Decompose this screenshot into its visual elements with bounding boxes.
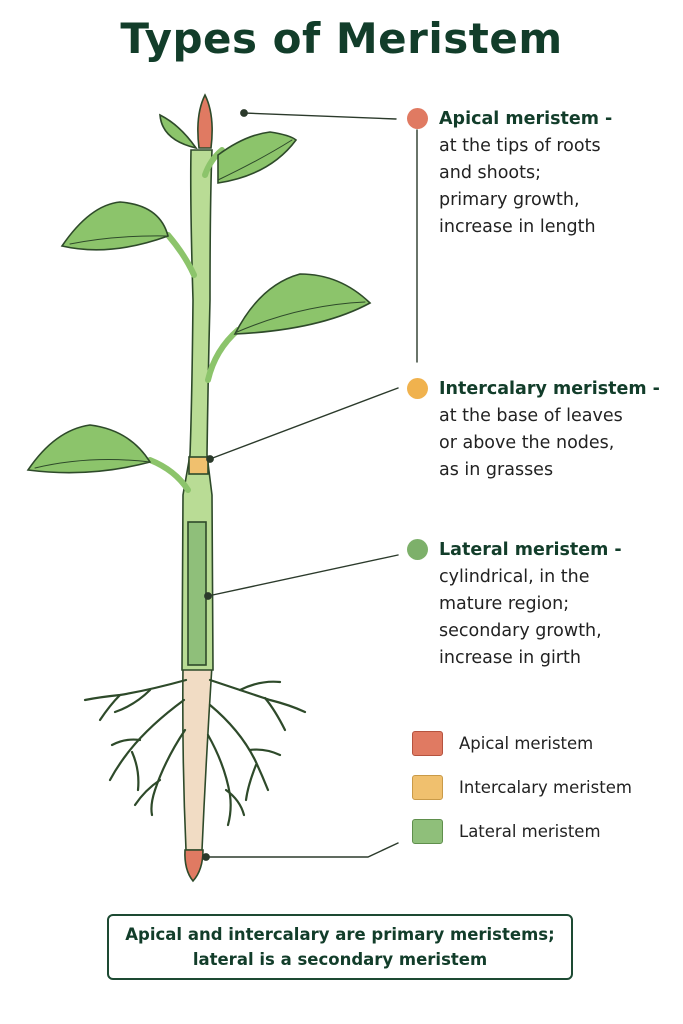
- legend-swatch-intercalary: [412, 774, 443, 800]
- legend-item-apical: Apical meristem: [412, 730, 672, 756]
- apical-line: primary growth,: [439, 190, 580, 210]
- legend-swatch-apical: [412, 730, 443, 756]
- lateral-line: cylindrical, in the: [439, 567, 590, 587]
- legend-label: Intercalary meristem: [459, 777, 632, 797]
- intercalary-heading: Intercalary meristem -: [439, 379, 660, 399]
- page-title: Types of Meristem: [120, 14, 563, 63]
- intercalary-line: or above the nodes,: [439, 433, 615, 453]
- intercalary-band: [188, 456, 209, 475]
- summary-note: Apical and intercalary are primary meris…: [107, 914, 573, 980]
- petioles: [147, 147, 241, 493]
- legend-item-intercalary: Intercalary meristem: [412, 774, 672, 800]
- lateral-marker-icon: [407, 539, 428, 560]
- lateral-line: increase in girth: [439, 648, 581, 668]
- apical-line: at the tips of roots: [439, 136, 601, 156]
- intercalary-line: as in grasses: [439, 460, 554, 480]
- legend-item-lateral: Lateral meristem: [412, 818, 672, 844]
- legend-label: Lateral meristem: [459, 821, 601, 841]
- lateral-callout: Lateral meristem - cylindrical, in the m…: [439, 537, 677, 672]
- stem: [181, 149, 214, 671]
- summary-line: lateral is a secondary meristem: [192, 950, 488, 969]
- apical-line: and shoots;: [439, 163, 541, 183]
- legend-label: Apical meristem: [459, 733, 594, 753]
- leader-lines: [202, 109, 418, 861]
- apical-line: increase in length: [439, 217, 596, 237]
- lateral-heading: Lateral meristem -: [439, 540, 622, 560]
- intercalary-marker-icon: [407, 378, 428, 399]
- summary-line: Apical and intercalary are primary meris…: [125, 925, 555, 944]
- apical-heading: Apical meristem -: [439, 109, 613, 129]
- lateral-line: mature region;: [439, 594, 570, 614]
- apical-callout: Apical meristem - at the tips of roots a…: [439, 106, 677, 241]
- lateral-cambium: [187, 521, 207, 666]
- lateral-line: secondary growth,: [439, 621, 602, 641]
- root-system: [83, 664, 307, 883]
- apical-marker-icon: [407, 108, 428, 129]
- leaves: [26, 113, 372, 474]
- intercalary-callout: Intercalary meristem - at the base of le…: [439, 376, 677, 484]
- apical-bud-shoot: [197, 93, 213, 149]
- intercalary-line: at the base of leaves: [439, 406, 623, 426]
- legend-swatch-lateral: [412, 818, 443, 844]
